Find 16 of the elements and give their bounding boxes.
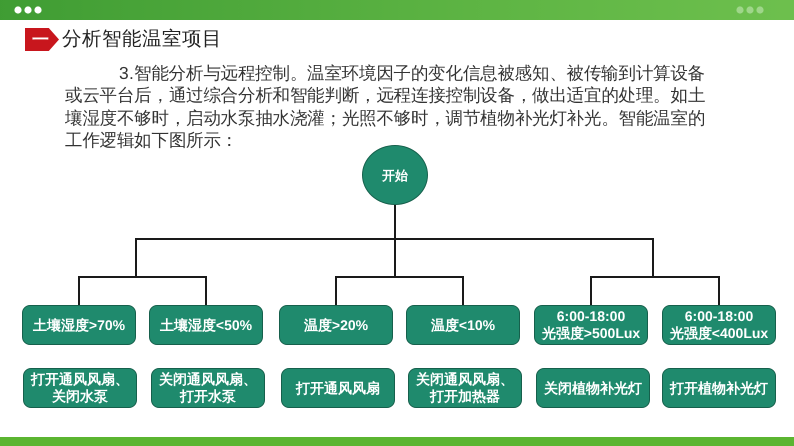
action-box: 打开通风风扇、关闭水泵 xyxy=(23,368,137,408)
action-box: 关闭通风风扇、打开水泵 xyxy=(151,368,265,408)
condition-box: 温度<10% xyxy=(406,305,520,345)
condition-box: 土壤湿度>70% xyxy=(22,305,136,345)
condition-box: 土壤湿度<50% xyxy=(149,305,263,345)
connector-line xyxy=(394,205,720,305)
action-box: 关闭植物补光灯 xyxy=(536,368,650,408)
section-number: 一 xyxy=(25,28,59,51)
action-box: 打开植物补光灯 xyxy=(662,368,776,408)
action-box: 打开通风风扇 xyxy=(281,368,395,408)
condition-box: 温度>20% xyxy=(279,305,393,345)
condition-box: 6:00-18:00 光强度<400Lux xyxy=(662,305,776,345)
action-box: 关闭通风风扇、打开加热器 xyxy=(408,368,522,408)
slide-title: 分析智能温室项目 xyxy=(62,27,222,51)
start-ellipse: 开始 xyxy=(362,145,428,205)
condition-box: 6:00-18:00 光强度>500Lux xyxy=(534,305,648,345)
